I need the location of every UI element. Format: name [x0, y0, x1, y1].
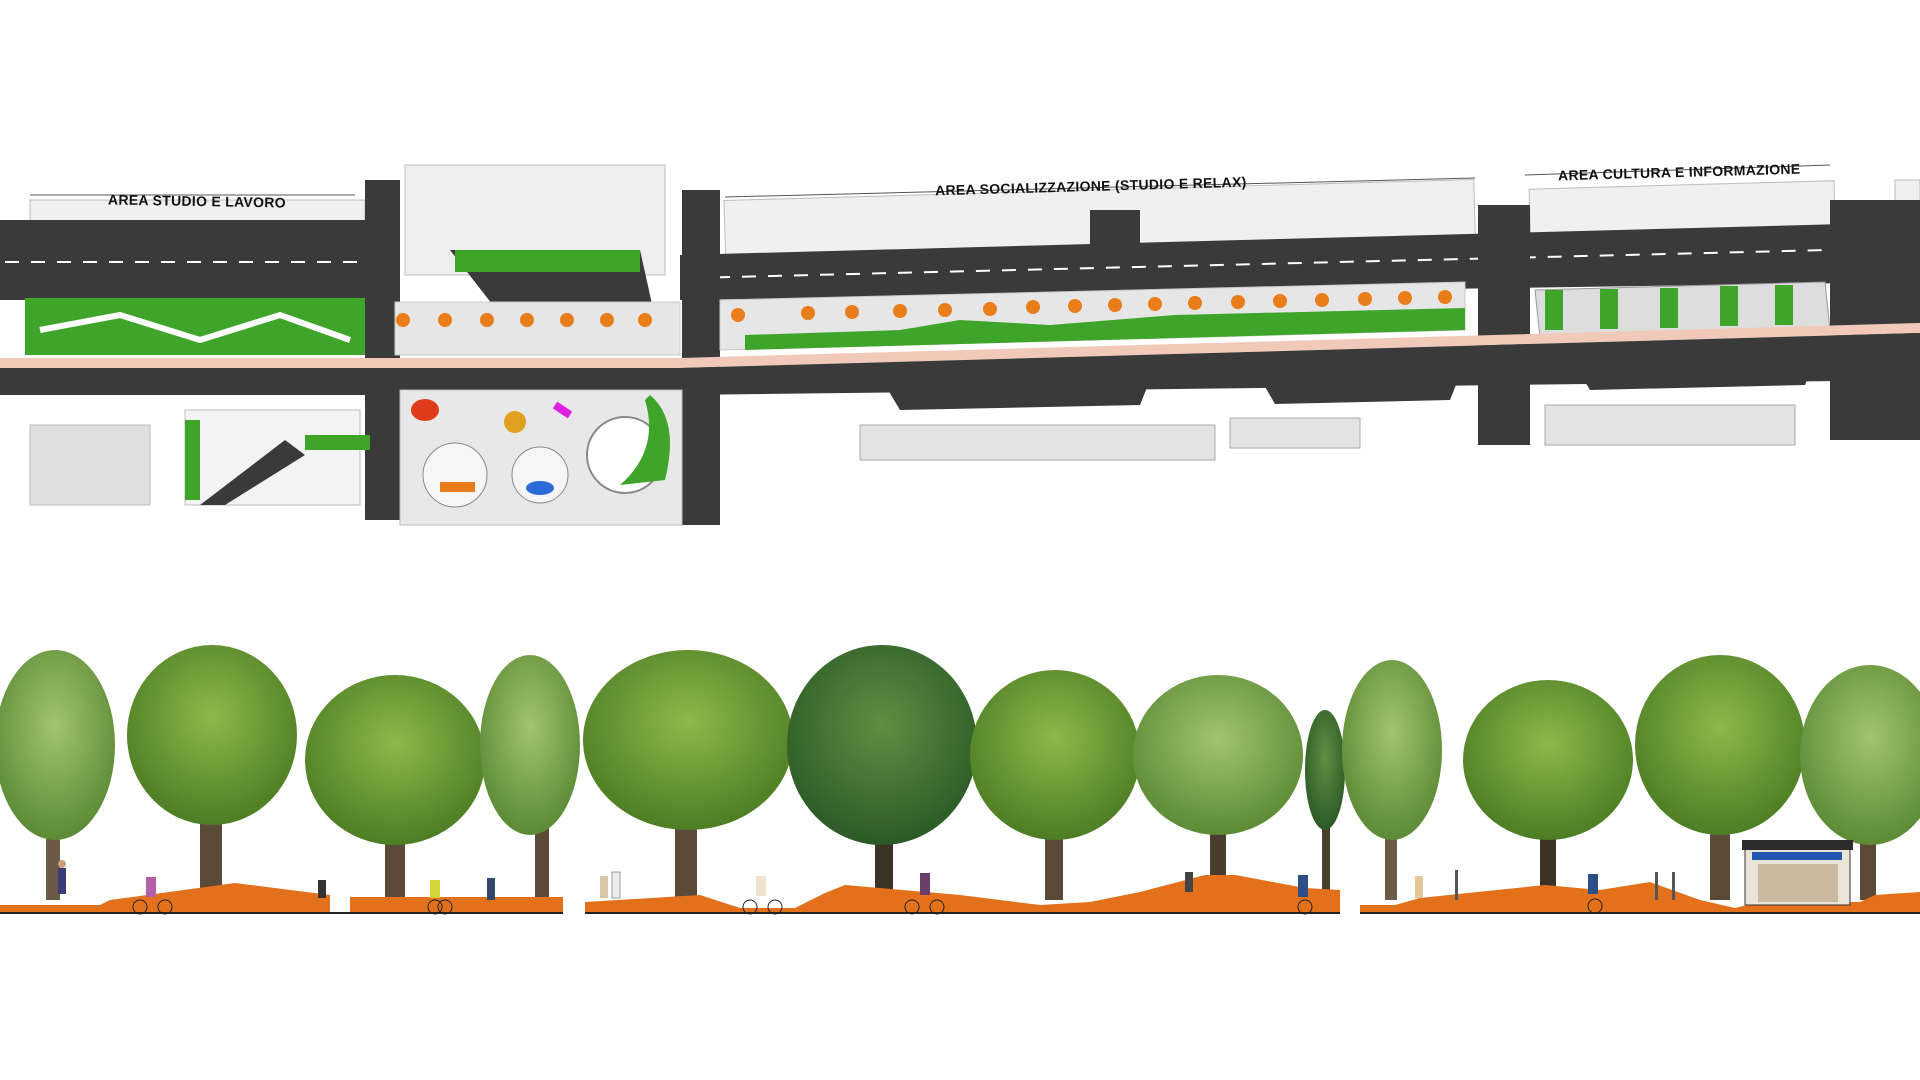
bicycle-wheel — [767, 899, 783, 915]
orange-seat — [440, 482, 475, 492]
ground-platform — [585, 875, 1340, 912]
building-block — [1544, 404, 1796, 446]
cross-street — [365, 180, 400, 520]
cross-street — [1478, 205, 1530, 445]
bicycle-wheel — [742, 899, 758, 915]
tree — [970, 670, 1140, 900]
pedestrian — [1415, 876, 1423, 898]
cyclist — [920, 873, 930, 895]
cyclist — [1588, 874, 1598, 894]
bicycle-wheel — [157, 899, 173, 915]
building-block — [29, 424, 151, 506]
section-socializzazione — [583, 645, 1345, 915]
bicycle-wheel — [132, 899, 148, 915]
tree — [480, 655, 580, 900]
cycle-lane — [0, 323, 1920, 368]
building-block — [859, 424, 1216, 461]
lane-marking — [689, 247, 1911, 279]
parking-stalls — [1260, 375, 1460, 404]
section-studio-lavoro — [0, 645, 580, 920]
tree — [127, 645, 297, 900]
circular-pavilion — [511, 446, 569, 504]
green-strip — [305, 435, 370, 450]
pedestrian-head — [58, 860, 66, 868]
red-pavilion — [411, 399, 439, 421]
tree — [1463, 680, 1633, 910]
street-furniture — [1655, 872, 1658, 900]
ground-platform — [350, 897, 563, 912]
kiosk-display — [1758, 864, 1838, 902]
cyclist — [146, 877, 156, 897]
cyclist — [756, 876, 766, 896]
tree — [583, 650, 793, 900]
pedestrian — [1185, 872, 1193, 892]
bicycle-wheel — [1297, 899, 1313, 915]
street-plan — [0, 164, 1920, 526]
blue-element — [526, 481, 554, 495]
green-arc — [620, 395, 670, 485]
pedestrian — [58, 868, 66, 894]
street-furniture — [1455, 870, 1458, 900]
park-green-east — [745, 308, 1465, 350]
cyclist — [1298, 875, 1308, 897]
kiosk-roof — [1742, 840, 1853, 850]
yellow-pavilion — [504, 411, 526, 433]
area-bracket — [1524, 164, 1831, 176]
bicycle-wheel — [437, 899, 453, 915]
green-strip — [455, 250, 640, 272]
bicycle-wheel — [904, 899, 920, 915]
tree — [1342, 660, 1442, 900]
tree — [1635, 655, 1805, 900]
pedestrian — [611, 871, 621, 899]
pedestrian — [318, 880, 326, 898]
street-furniture — [1672, 872, 1675, 900]
tree — [305, 675, 485, 900]
green-bays — [1545, 285, 1793, 330]
tree — [1305, 710, 1345, 890]
parking-stalls — [885, 380, 1150, 410]
cyclist — [430, 880, 440, 898]
tree — [1133, 675, 1303, 900]
ramp — [200, 440, 305, 505]
area-bracket — [724, 177, 1476, 198]
planter-row — [396, 290, 1452, 327]
tree — [1800, 665, 1920, 900]
tree — [787, 645, 977, 900]
bicycle-wheel — [1587, 898, 1603, 914]
magenta-element — [552, 401, 573, 419]
parking-stalls — [1575, 360, 1815, 390]
section-cultura-informazione — [1342, 655, 1920, 914]
bicycle-wheel — [929, 899, 945, 915]
cross-street — [1090, 210, 1140, 250]
green-strip — [185, 420, 200, 500]
road-top-right — [680, 222, 1920, 300]
bicycle-wheel — [427, 899, 443, 915]
building-block — [1229, 417, 1361, 449]
kiosk-sign — [1752, 852, 1842, 860]
pedestrian — [600, 876, 608, 898]
road-top-left — [0, 220, 365, 300]
ground-platform — [0, 883, 330, 912]
cross-street — [1830, 200, 1920, 440]
tree — [0, 650, 115, 900]
pedestrian — [487, 878, 495, 900]
park-path — [39, 311, 352, 344]
